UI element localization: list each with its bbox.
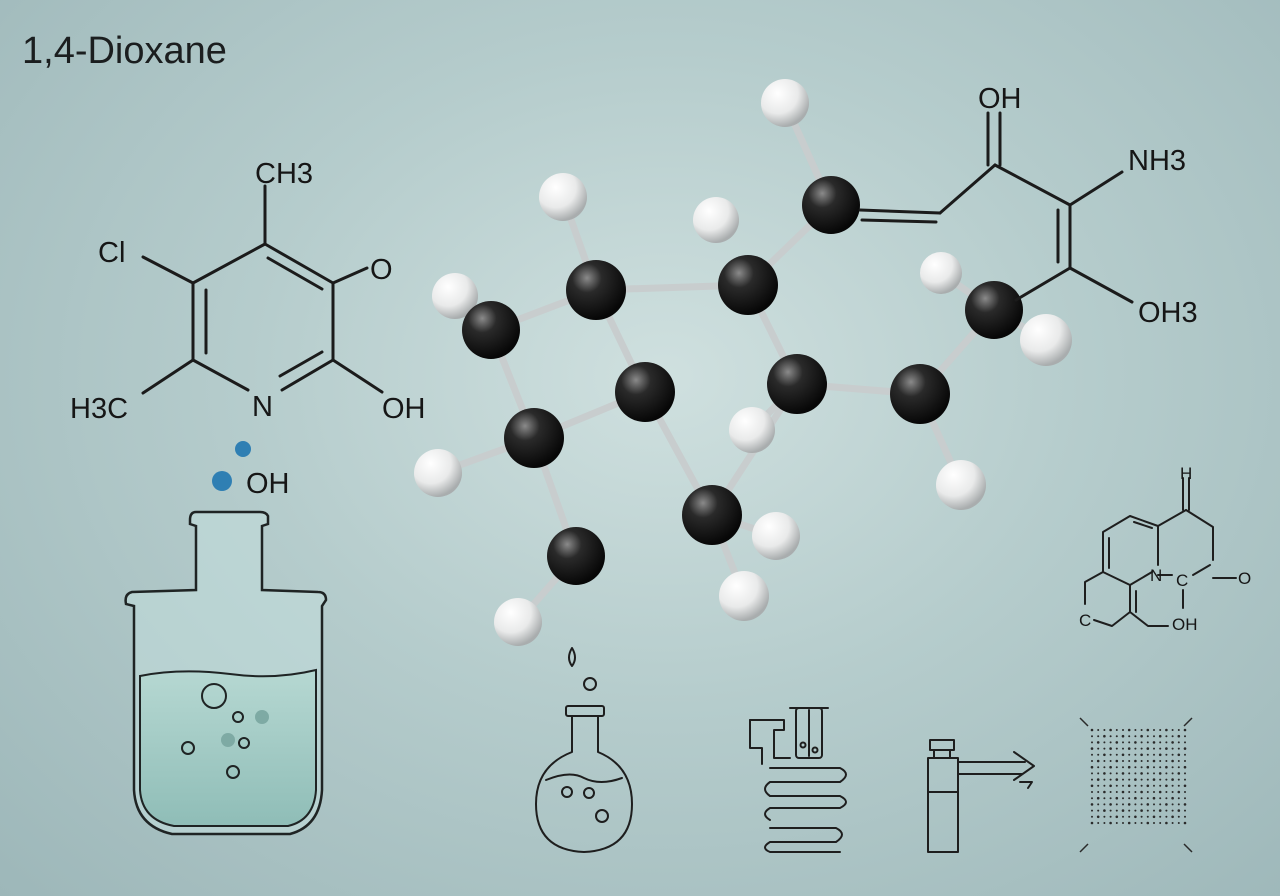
hydrogen-atom — [936, 460, 986, 510]
carbon-atom — [547, 527, 605, 585]
hydrogen-atom — [432, 273, 478, 319]
o-label: O — [370, 254, 393, 286]
h3c-label: H3C — [70, 393, 128, 425]
h-label: H — [1180, 464, 1192, 483]
ch3-top-label: CH3 — [255, 158, 313, 190]
oh3-label: OH3 — [1138, 297, 1198, 329]
lab-stand-icon — [749, 707, 847, 853]
drop-icon — [235, 441, 251, 457]
hydrogen-atom — [414, 449, 462, 497]
carbon-atom — [615, 362, 675, 422]
carbon-atom — [890, 364, 950, 424]
hydrogen-atom — [752, 512, 800, 560]
tricyclic-structure: H N C O C OH — [1079, 464, 1251, 634]
hydrogen-atom — [1020, 314, 1072, 366]
vial-arrow-icon — [927, 739, 1035, 853]
n-label: N — [252, 391, 273, 423]
c-center-label: C — [1176, 571, 1188, 590]
n-ring-label: N — [1150, 566, 1162, 585]
oh-ring-label: OH — [1172, 615, 1198, 634]
o-ring-label: O — [1238, 569, 1251, 588]
hydrogen-atom — [719, 571, 769, 621]
cl-label: Cl — [98, 237, 125, 269]
carbon-atom — [767, 354, 827, 414]
page-title: 1,4-Dioxane — [22, 30, 227, 72]
round-flask-icon — [535, 647, 633, 853]
drop-icon — [212, 471, 232, 491]
nh3-label: NH3 — [1128, 145, 1186, 177]
oh-top-label: OH — [978, 83, 1022, 115]
hydrogen-atom — [539, 173, 587, 221]
dot-grid-icon — [1079, 717, 1193, 853]
carbon-atom — [718, 255, 778, 315]
carbon-atom — [504, 408, 564, 468]
carbon-atom — [965, 281, 1023, 339]
drop-oh-label: OH — [246, 468, 290, 500]
hydrogen-atom — [761, 79, 809, 127]
pyridine-structure: CH3 Cl O H3C N OH — [70, 158, 426, 425]
hydrogen-atom — [693, 197, 739, 243]
hydrogen-atom — [729, 407, 775, 453]
carbon-atom — [682, 485, 742, 545]
beaker: OH — [124, 441, 328, 836]
carbon-atom — [802, 176, 860, 234]
oh-label: OH — [382, 393, 426, 425]
carbon-atom — [566, 260, 626, 320]
c-left-label: C — [1079, 611, 1091, 630]
hydrogen-atom — [920, 252, 962, 294]
hydrogen-atom — [494, 598, 542, 646]
chain-structure: OH NH3 OH3 — [858, 83, 1198, 329]
carbon-atom — [462, 301, 520, 359]
ball-and-stick-model — [414, 79, 1072, 646]
